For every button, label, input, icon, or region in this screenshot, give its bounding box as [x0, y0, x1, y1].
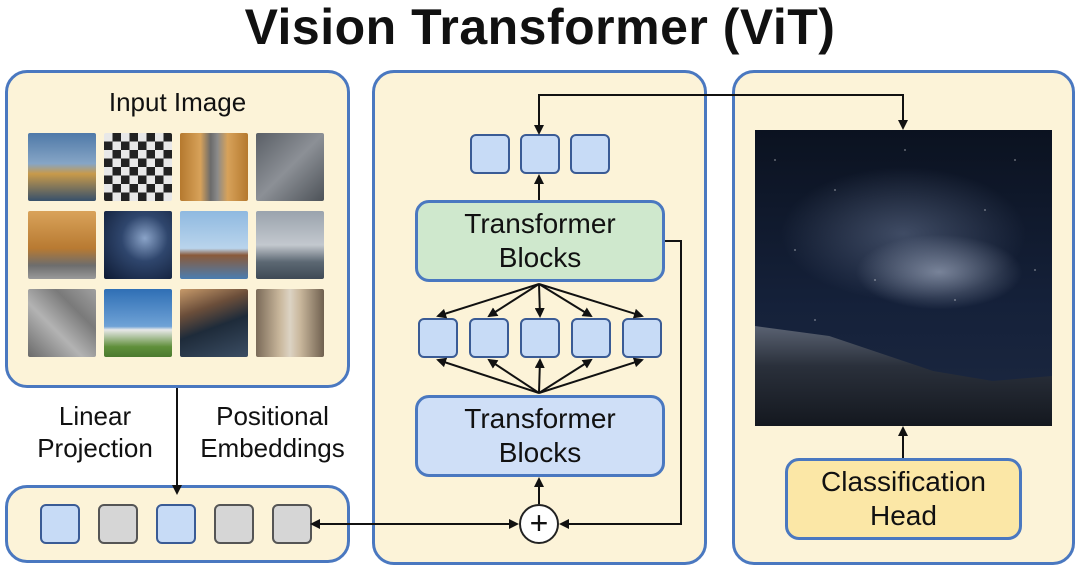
residual-loop: [559, 240, 682, 529]
cloudy-sea-thumb: [256, 211, 324, 279]
linear-projection-label: Linear Projection: [20, 400, 170, 464]
embedding-token-1: [40, 504, 80, 544]
intermediate-token-3: [520, 318, 560, 358]
transformer-top-line1: Transformer: [464, 208, 616, 239]
night-sky-output-image: [755, 130, 1052, 426]
transformer-bottom-line2: Blocks: [498, 437, 582, 468]
fan-arrow-up-3: [534, 283, 545, 318]
transformer-top-line2: Blocks: [498, 242, 582, 273]
positional-embeddings-text: Positional Embeddings: [200, 401, 345, 463]
fan-arrow-up-4: [538, 283, 593, 318]
output-token-3: [570, 134, 610, 174]
output-token-2: [520, 134, 560, 174]
classification-head-line2: Head: [870, 500, 937, 531]
intermediate-token-2: [469, 318, 509, 358]
embedding-token-4: [214, 504, 254, 544]
tower-thumb: [104, 289, 172, 357]
positional-embeddings-label: Positional Embeddings: [185, 400, 360, 464]
fan-arrow-down-4: [538, 358, 593, 394]
autumn-path-thumb: [28, 211, 96, 279]
transformer-blocks-top: Transformer Blocks: [415, 200, 665, 282]
coast-rocks-thumb: [28, 133, 96, 201]
fan-arrow-up-1: [436, 283, 540, 319]
fan-arrow-down-1: [436, 357, 540, 394]
fan-arrow-down-3: [534, 358, 545, 394]
embedding-token-2: [98, 504, 138, 544]
output-token-1: [470, 134, 510, 174]
fan-arrow-up-2: [487, 283, 540, 318]
checker-floor-thumb: [104, 133, 172, 201]
page-title: Vision Transformer (ViT): [244, 0, 836, 55]
fan-arrow-up-5: [538, 283, 644, 319]
gravel-texture-thumb: [256, 133, 324, 201]
transformer-bottom-line1: Transformer: [464, 403, 616, 434]
add-operator-icon: +: [519, 504, 559, 544]
autumn-shrine-thumb: [180, 133, 248, 201]
lakeside-church-thumb: [180, 211, 248, 279]
transformer-blocks-bottom: Transformer Blocks: [415, 395, 665, 477]
fan-arrow-down-5: [538, 357, 644, 394]
intermediate-token-5: [622, 318, 662, 358]
stone-texture-thumb: [28, 289, 96, 357]
intermediate-token-1: [418, 318, 458, 358]
intermediate-token-4: [571, 318, 611, 358]
fan-arrow-down-2: [487, 358, 540, 394]
city-street-thumb: [256, 289, 324, 357]
classification-head: Classification Head: [785, 458, 1022, 540]
linear-projection-text: Linear Projection: [37, 401, 153, 463]
solar-panel-thumb: [180, 289, 248, 357]
galaxy-thumb: [104, 211, 172, 279]
arrow-output-to-image: [538, 94, 908, 133]
embedding-token-3: [156, 504, 196, 544]
star-field: [755, 130, 1052, 426]
classification-head-line1: Classification: [821, 466, 986, 497]
input-image-label: Input Image: [108, 87, 247, 117]
